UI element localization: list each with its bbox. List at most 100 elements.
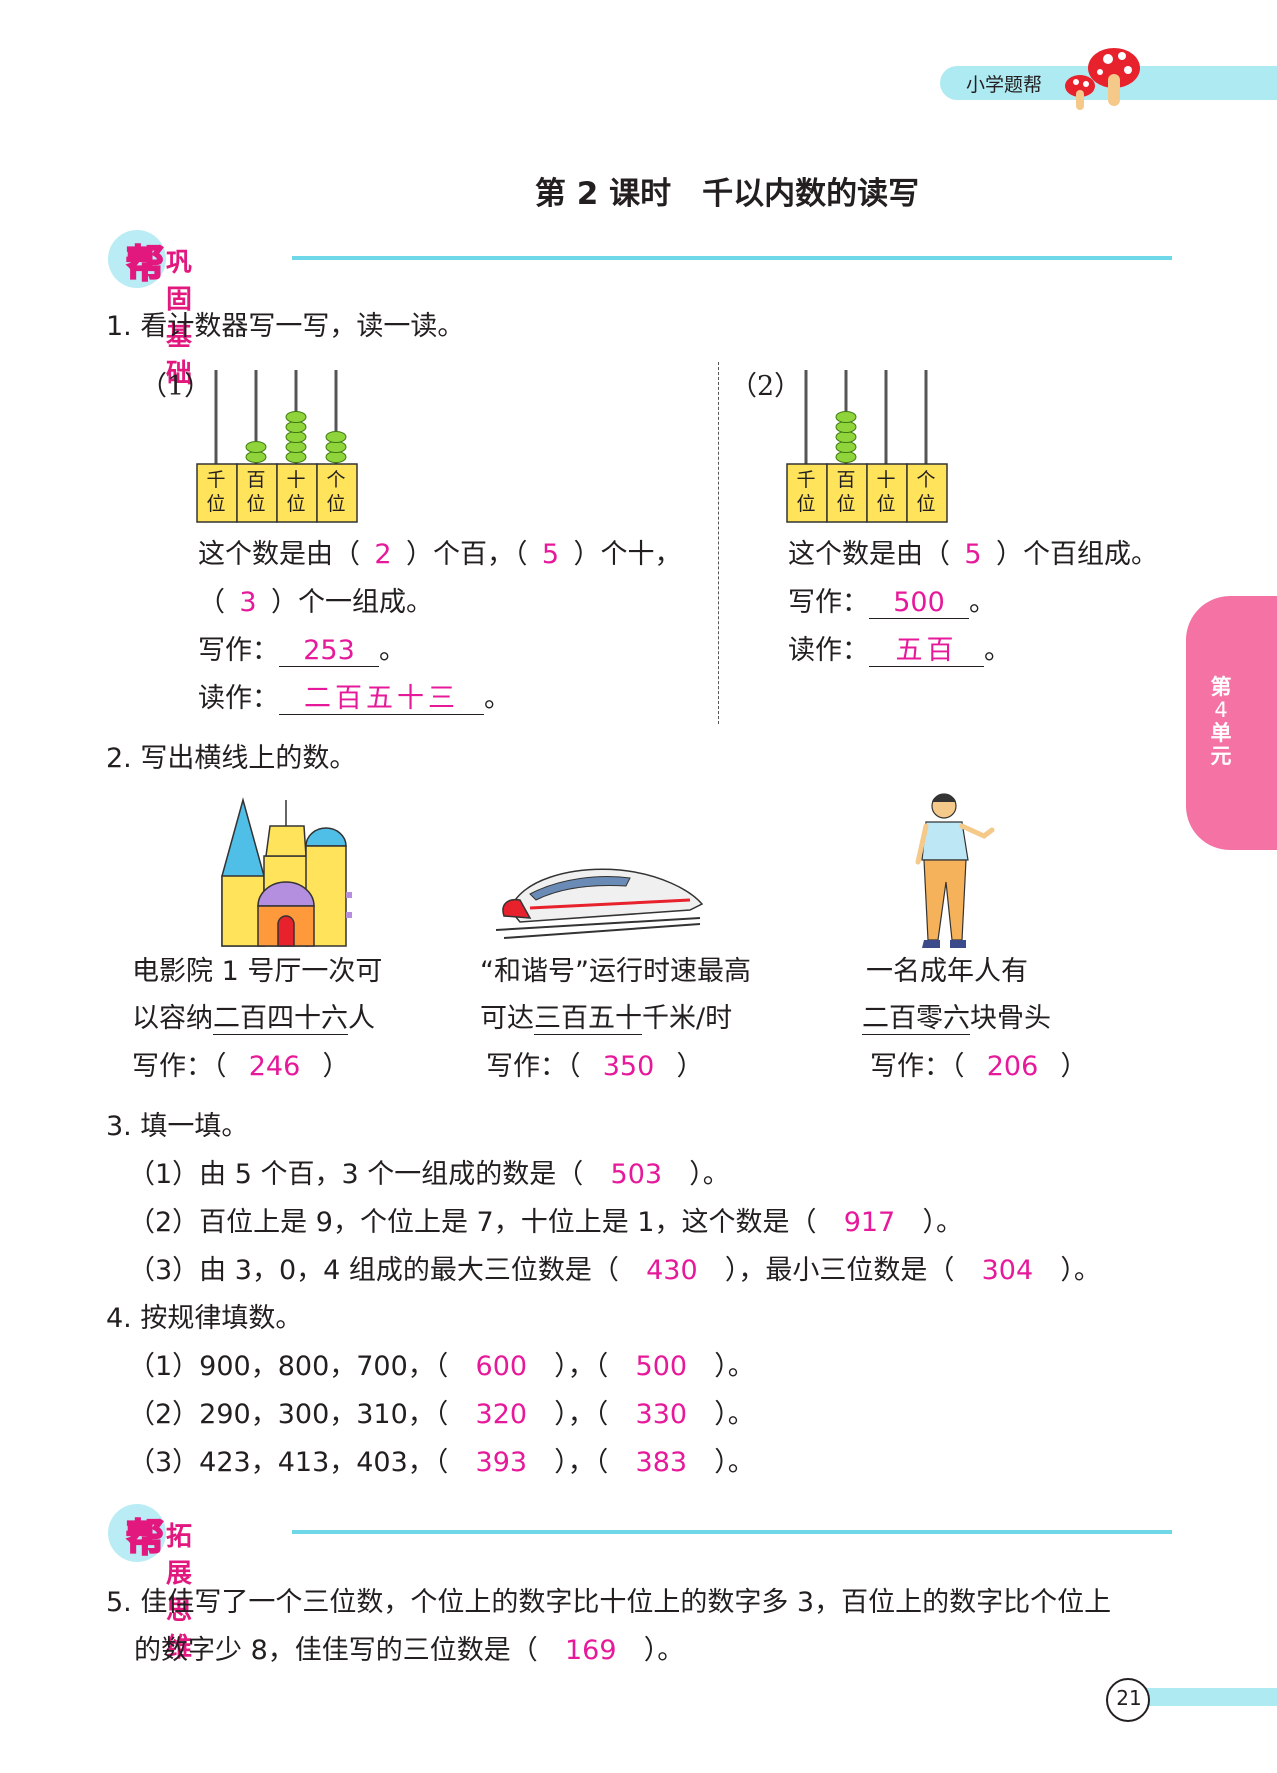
train-icon	[495, 868, 704, 939]
q2-prompt: 2. 写出横线上的数。	[106, 743, 357, 774]
abacus-label: 位	[246, 493, 265, 515]
abacus-label: 千	[206, 469, 225, 491]
answer-read-1: 二百五十三	[279, 684, 484, 715]
answer-q2-1: 246	[248, 1051, 301, 1082]
q2-item3-line1: 一名成年人有	[866, 956, 1028, 987]
q1-part2-write: 写作：500。	[788, 587, 996, 619]
abacus-base-cell	[906, 463, 948, 523]
badge-text: 帮	[125, 240, 165, 287]
answer-read-2: 五百	[869, 636, 984, 667]
abacus-base-cell	[236, 463, 278, 523]
answer-q4-2b: 330	[635, 1399, 688, 1430]
abacus-label: 位	[206, 493, 225, 515]
q1-part1-write: 写作：253。	[198, 635, 406, 667]
q2-item1-line2: 以容纳二百四十六人	[132, 1003, 375, 1035]
abacus-bead	[245, 451, 267, 463]
answer-q2-2: 350	[602, 1051, 655, 1082]
q3-line3: （3）由 3，0，4 组成的最大三位数是（430），最小三位数是（304）。	[128, 1255, 1101, 1286]
q1-part1-label: （1）	[140, 371, 212, 402]
abacus-bead	[835, 451, 857, 463]
q2-item3-write: 写作：（206）	[870, 1051, 1088, 1082]
q3-prompt: 3. 填一填。	[106, 1111, 249, 1142]
answer-q3-1: 503	[610, 1159, 663, 1190]
abacus-base-cell	[276, 463, 318, 523]
abacus-label: 十	[876, 469, 895, 491]
badge-circle	[108, 1504, 166, 1562]
abacus-base-cell	[826, 463, 868, 523]
person-icon	[915, 793, 995, 948]
abacus-label: 百	[836, 469, 855, 491]
answer-ones: 3	[239, 587, 257, 618]
q1-part2-line1: 这个数是由（5）个百组成。	[788, 539, 1158, 570]
abacus-bead	[325, 451, 347, 463]
q1-part1-line1: 这个数是由（2）个百，（5）个十，	[198, 539, 682, 570]
q4-row3: （3）423，413，403，（393），（383）。	[128, 1447, 755, 1478]
q5-line1: 5. 佳佳写了一个三位数，个位上的数字比十位上的数字多 3，百位上的数字比个位上	[106, 1587, 1112, 1618]
page-number-circle	[1106, 1678, 1150, 1722]
abacus-label: 位	[876, 493, 895, 515]
abacus-label: 千	[796, 469, 815, 491]
abacus-label: 百	[246, 469, 265, 491]
lesson-title: 第 2 课时 千以内数的读写	[534, 176, 920, 212]
abacus-label: 位	[916, 493, 935, 515]
abacus-bead	[245, 441, 267, 453]
q4-row1: （1）900，800，700，（600），（500）。	[128, 1351, 755, 1382]
badge-text: 帮	[125, 1514, 165, 1561]
q4-prompt: 4. 按规律填数。	[106, 1303, 303, 1334]
column-divider	[718, 362, 719, 724]
q1-part1-read: 读作：二百五十三。	[198, 683, 511, 715]
q1-part2-read: 读作：五百。	[788, 635, 1011, 667]
abacus-bead	[285, 421, 307, 433]
page-number-bar	[1120, 1688, 1277, 1706]
section-divider	[292, 1530, 1172, 1534]
q4-row2: （2）290，300，310，（320），（330）。	[128, 1399, 755, 1430]
answer-write-2: 500	[869, 588, 969, 619]
section-title: 拓展思维	[166, 1522, 193, 1663]
answer-q5: 169	[564, 1635, 617, 1666]
abacus-base-cell	[316, 463, 358, 523]
abacus-label: 位	[796, 493, 815, 515]
answer-hundreds-2: 5	[964, 539, 982, 570]
answer-q3-3a: 430	[646, 1255, 698, 1286]
q5-line2: 的数字少 8，佳佳写的三位数是（169）。	[134, 1635, 685, 1666]
abacus-label: 十	[286, 469, 305, 491]
answer-q4-3a: 393	[475, 1447, 528, 1478]
abacus-label: 位	[326, 493, 345, 515]
abacus-bead	[285, 431, 307, 443]
q2-item1-line1: 电影院 1 号厅一次可	[132, 956, 383, 987]
q3-line2: （2）百位上是 9，个位上是 7，十位上是 1，这个数是（917）。	[128, 1207, 963, 1238]
answer-q3-2: 917	[843, 1207, 896, 1238]
answer-q4-1a: 600	[475, 1351, 528, 1382]
abacus-bead	[325, 431, 347, 443]
abacus-bead	[285, 411, 307, 423]
page-number: 21	[1116, 1686, 1142, 1710]
q1-part1-line2: （3）个一组成。	[198, 587, 433, 618]
answer-write-1: 253	[279, 636, 379, 667]
badge-circle	[108, 230, 166, 288]
q3-line1: （1）由 5 个百，3 个一组成的数是（503）。	[128, 1159, 730, 1190]
q1-part2-label: （2）	[730, 371, 802, 402]
answer-q4-2a: 320	[475, 1399, 528, 1430]
answer-q2-3: 206	[986, 1051, 1039, 1082]
mushroom-icon	[1065, 48, 1140, 110]
q1-prompt: 1. 看计数器写一写，读一读。	[106, 311, 465, 342]
abacus-bead	[835, 431, 857, 443]
abacus-label: 个	[916, 469, 935, 491]
answer-q4-1b: 500	[635, 1351, 688, 1382]
q2-item2-line2: 可达三百五十千米/时	[480, 1003, 733, 1035]
section-title: 巩固基础	[166, 248, 193, 389]
abacus-bead	[835, 421, 857, 433]
brand-name: 小学题帮	[966, 74, 1043, 96]
abacus-bead	[835, 411, 857, 423]
answer-q4-3b: 383	[635, 1447, 688, 1478]
q2-item3-line2: 二百零六块骨头	[862, 1003, 1051, 1035]
abacus-bead	[285, 441, 307, 453]
castle-icon	[221, 797, 352, 947]
abacus-bead	[285, 451, 307, 463]
unit-tab	[1186, 596, 1277, 850]
abacus-base-cell	[866, 463, 908, 523]
q2-item2-line1: “和谐号”运行时速最高	[480, 956, 751, 987]
abacus-label: 位	[286, 493, 305, 515]
